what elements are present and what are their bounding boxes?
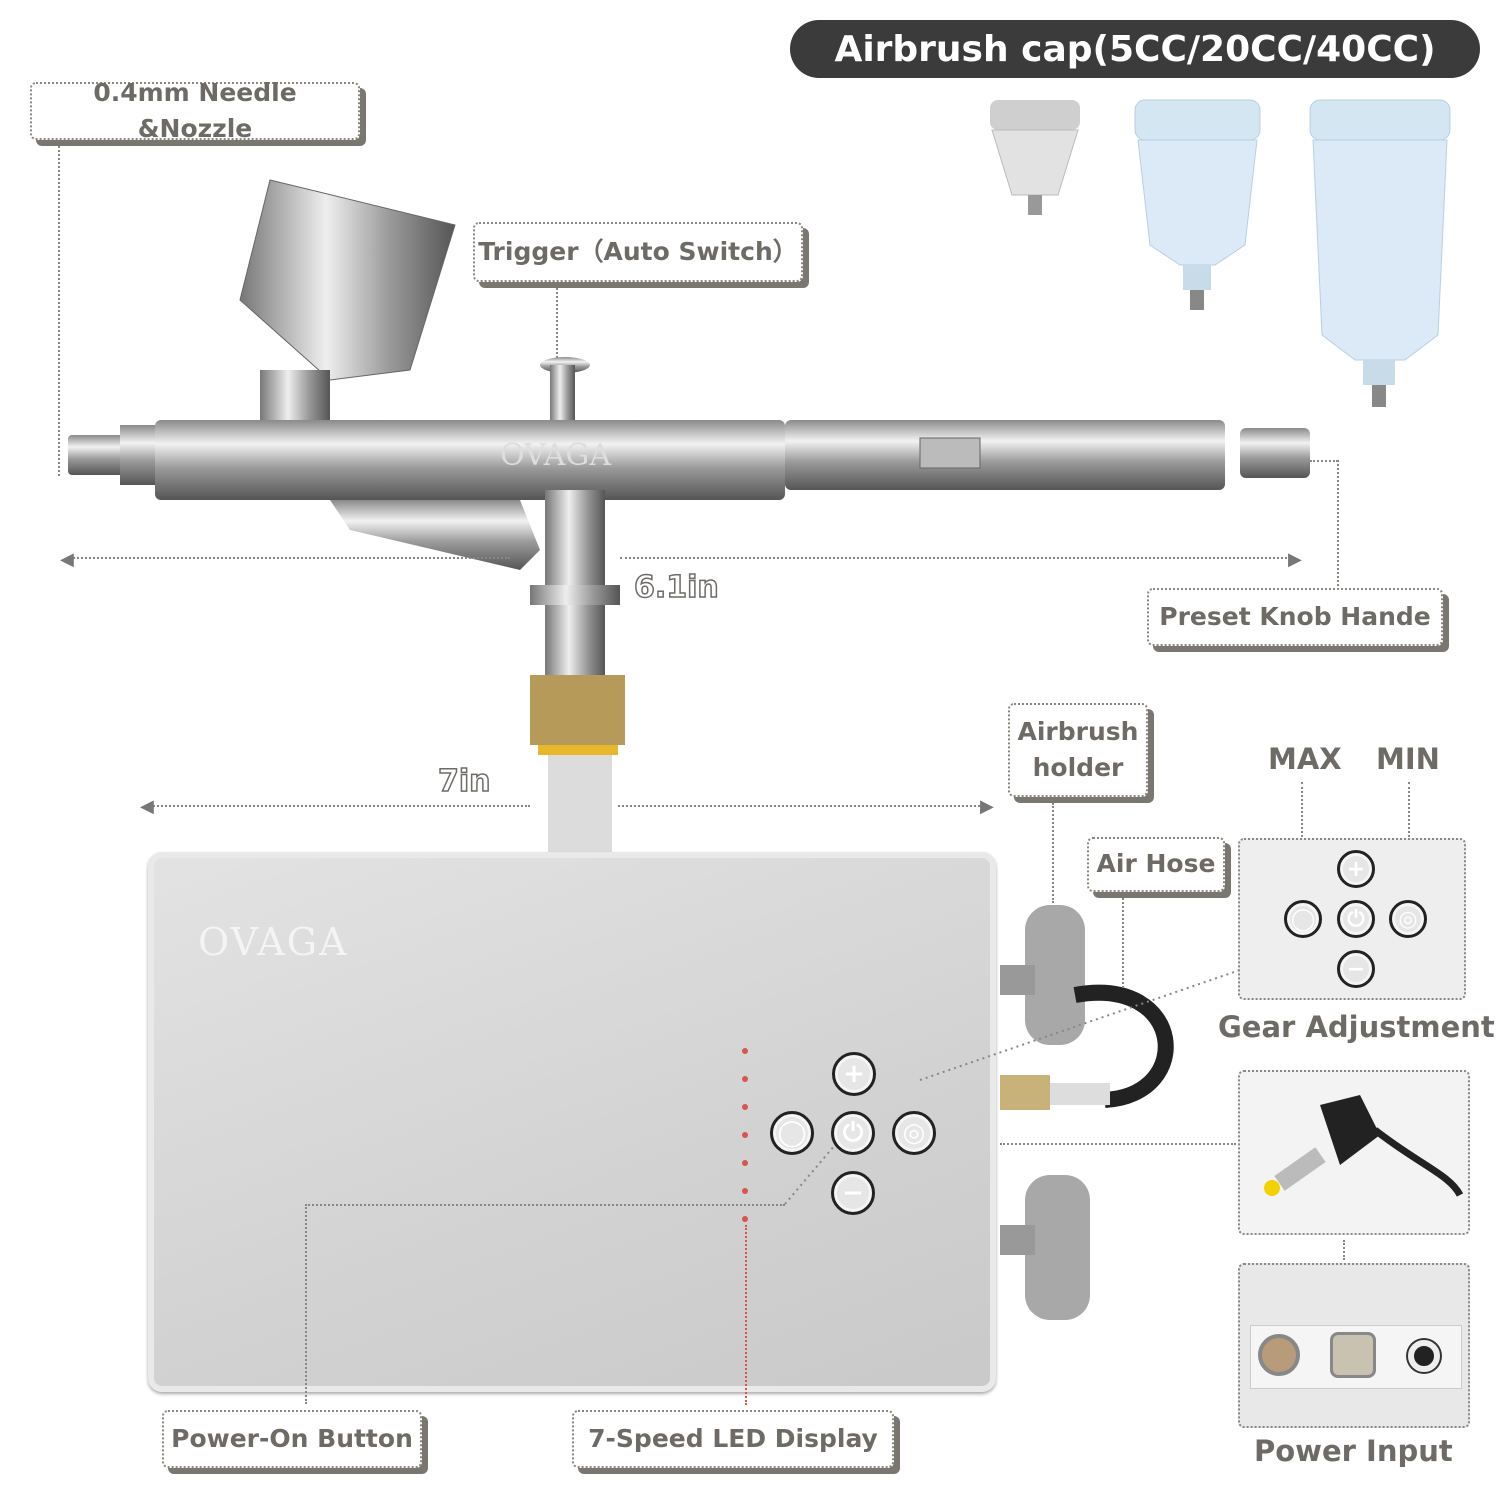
power-plug-icon bbox=[1264, 1095, 1464, 1197]
caps-title: Airbrush cap(5CC/20CC/40CC) bbox=[790, 20, 1480, 78]
led-display-label: 7-Speed LED Display bbox=[572, 1410, 894, 1468]
cup-20cc bbox=[1134, 99, 1261, 310]
trigger-leader-line bbox=[556, 288, 558, 358]
gear-plus-icon: + bbox=[1337, 850, 1375, 888]
power-connector-line bbox=[1343, 1240, 1345, 1260]
led-indicator bbox=[742, 1104, 748, 1110]
holder-line-2: holder bbox=[1032, 753, 1124, 782]
air-hose-label: Air Hose bbox=[1087, 837, 1225, 892]
length-dimension-line-right bbox=[620, 557, 1295, 559]
arrow-right-icon: ▶ bbox=[1288, 549, 1302, 570]
max-label: MAX bbox=[1268, 742, 1342, 776]
power-on-leader-diag bbox=[784, 1144, 836, 1205]
gear-max-icon: ◯ bbox=[1284, 900, 1322, 938]
trigger-label: Trigger（Auto Switch） bbox=[473, 222, 803, 282]
holder-line-1: Airbrush bbox=[1017, 716, 1139, 746]
min-label: MIN bbox=[1376, 742, 1440, 776]
compressor-width: 7in bbox=[437, 763, 491, 800]
width-dimension-line-left bbox=[150, 805, 530, 807]
max-button[interactable]: ◯ bbox=[770, 1111, 814, 1155]
power-cord-leader-line bbox=[1000, 1143, 1236, 1145]
airbrush-length: 6.1in bbox=[633, 569, 719, 606]
power-button[interactable]: ⏻ bbox=[831, 1111, 875, 1155]
airbrush-holder-label: Airbrush holder bbox=[1008, 703, 1148, 797]
arrow-right-icon: ▶ bbox=[980, 796, 994, 817]
needle-leader-line bbox=[58, 146, 60, 476]
power-on-leader-v bbox=[305, 1204, 307, 1404]
gear-power-icon: ⏻ bbox=[1337, 900, 1375, 938]
cup-5cc bbox=[990, 100, 1080, 215]
paint-cups-image bbox=[990, 99, 1451, 407]
needle-nozzle-label: 0.4mm Needle &Nozzle bbox=[30, 78, 360, 143]
airbrush-image: OVAGA bbox=[68, 179, 1310, 755]
power-input-label: Power Input bbox=[1254, 1434, 1453, 1468]
arrow-left-icon: ◀ bbox=[60, 549, 74, 570]
compressor-logo: OVAGA bbox=[198, 920, 349, 964]
cup-40cc bbox=[1309, 99, 1451, 407]
length-dimension-line-left bbox=[70, 557, 510, 559]
power-on-button-label: Power-On Button bbox=[162, 1410, 422, 1468]
led-indicator bbox=[742, 1188, 748, 1194]
led-indicator bbox=[742, 1048, 748, 1054]
air-hose-tube bbox=[548, 755, 612, 855]
side-fittings-image bbox=[1000, 905, 1174, 1320]
gear-adjustment-label: Gear Adjustment bbox=[1218, 1010, 1495, 1044]
hex-fitting-icon bbox=[1330, 1332, 1376, 1378]
arrow-left-icon: ◀ bbox=[140, 796, 154, 817]
dc-jack-icon bbox=[1408, 1340, 1440, 1372]
led-leader-line bbox=[745, 1225, 747, 1405]
holder-label-text: Airbrush holder bbox=[1018, 714, 1139, 787]
preset-leader-tick bbox=[1310, 460, 1338, 462]
power-on-leader-h bbox=[305, 1204, 785, 1206]
holder-leader-line bbox=[1052, 803, 1054, 903]
led-indicator bbox=[742, 1160, 748, 1166]
air-hose-leader-line bbox=[1122, 898, 1124, 988]
min-button[interactable]: ◎ bbox=[892, 1111, 936, 1155]
led-indicator bbox=[742, 1132, 748, 1138]
gear-leader-line bbox=[919, 969, 1241, 1081]
air-outlet-port-icon bbox=[1258, 1334, 1300, 1376]
gear-min-icon: ◎ bbox=[1389, 900, 1427, 938]
led-indicator bbox=[742, 1076, 748, 1082]
preset-leader-line bbox=[1337, 460, 1339, 586]
plus-button[interactable]: + bbox=[832, 1052, 876, 1096]
preset-knob-label: Preset Knob Hande bbox=[1147, 588, 1443, 646]
led-indicator bbox=[742, 1216, 748, 1222]
airbrush-brand: OVAGA bbox=[500, 438, 611, 473]
minus-button[interactable]: − bbox=[831, 1171, 875, 1215]
width-dimension-line-right bbox=[618, 805, 988, 807]
gear-minus-icon: − bbox=[1337, 950, 1375, 988]
